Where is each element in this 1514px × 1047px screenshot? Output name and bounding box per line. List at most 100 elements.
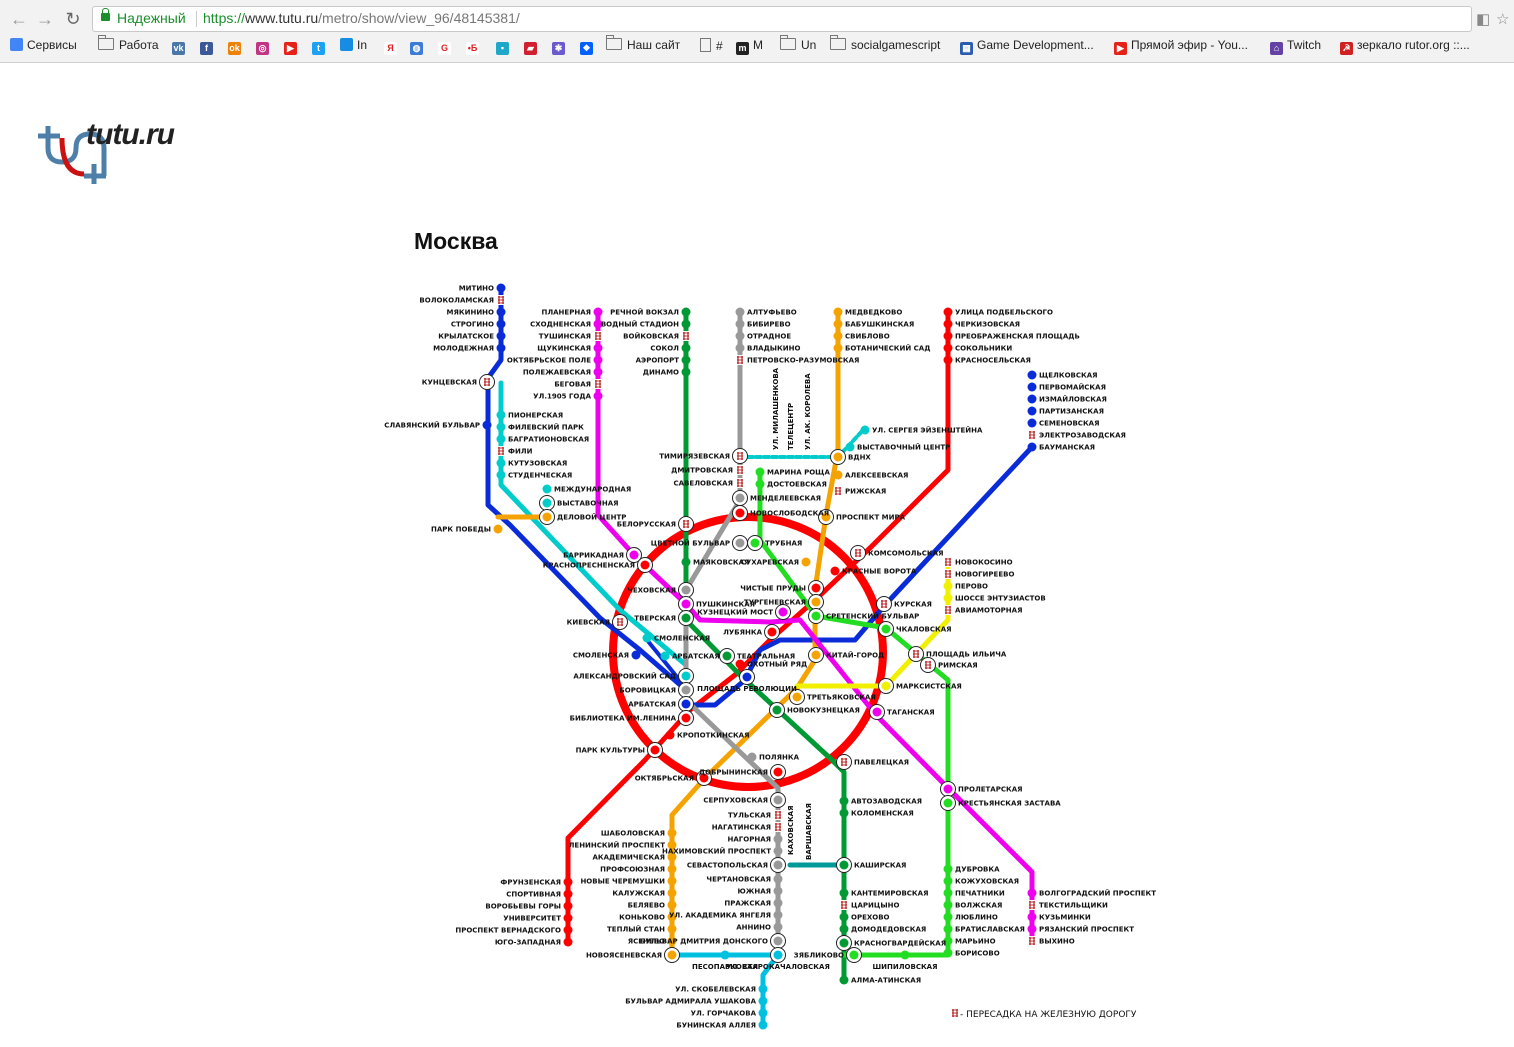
station[interactable]: [493, 524, 503, 534]
station-label[interactable]: ДОМОДЕДОВСКАЯ: [851, 926, 926, 934]
station[interactable]: [1028, 900, 1036, 910]
bookmark-hammer-icon[interactable]: ☭зеркало rutor.org ::...: [1340, 38, 1470, 55]
reload-icon[interactable]: ↻: [65, 9, 81, 29]
station-label[interactable]: ПЛОЩАДЬ РЕВОЛЮЦИИ: [697, 685, 797, 693]
station[interactable]: [593, 319, 603, 329]
station-label[interactable]: СПОРТИВНАЯ: [506, 891, 561, 899]
station[interactable]: [830, 449, 846, 465]
station-label[interactable]: БЕЛЯЕВО: [628, 902, 665, 910]
station-label[interactable]: РИМСКАЯ: [938, 662, 978, 670]
station-label[interactable]: УЛ.1905 ГОДА: [533, 393, 591, 401]
station[interactable]: [943, 319, 953, 329]
station[interactable]: [642, 633, 652, 643]
station[interactable]: [773, 910, 783, 920]
station-label[interactable]: ПРОЛЕТАРСКАЯ: [958, 786, 1023, 794]
station[interactable]: [665, 730, 675, 740]
bookmark-instagram-icon[interactable]: ◎: [256, 38, 273, 55]
station[interactable]: [1027, 406, 1037, 416]
station-label[interactable]: СЕМЕНОВСКАЯ: [1039, 420, 1099, 428]
station[interactable]: [496, 331, 506, 341]
station-label[interactable]: ПРОСПЕКТ МИРА: [836, 514, 906, 522]
station[interactable]: [681, 319, 691, 329]
station-label[interactable]: НАГОРНАЯ: [728, 836, 771, 844]
bookmark-grid-icon[interactable]: ▦Game Development...: [960, 38, 1094, 55]
station[interactable]: [594, 331, 602, 341]
station-label[interactable]: СВИБЛОВО: [845, 333, 890, 341]
station[interactable]: [773, 922, 783, 932]
station[interactable]: [593, 355, 603, 365]
station-label[interactable]: БЕЛОРУССКАЯ: [617, 521, 676, 529]
station[interactable]: [593, 343, 603, 353]
station-label[interactable]: МОЛОДЕЖНАЯ: [433, 345, 494, 353]
station[interactable]: [836, 857, 852, 873]
station-label[interactable]: ЭЛЕКТРОЗАВОДСКАЯ: [1039, 432, 1126, 440]
station[interactable]: [667, 900, 677, 910]
station[interactable]: [876, 596, 892, 612]
station-label[interactable]: АЛМА-АТИНСКАЯ: [851, 977, 921, 985]
station[interactable]: [834, 486, 842, 496]
station[interactable]: [496, 319, 506, 329]
bookmark-youtube-icon[interactable]: ▶: [284, 38, 301, 55]
station[interactable]: [836, 754, 852, 770]
station[interactable]: [943, 864, 953, 874]
station-label[interactable]: ДМИТРОВСКАЯ: [671, 467, 733, 475]
station-label[interactable]: КУЗЬМИНКИ: [1039, 914, 1091, 922]
bookmark-folder-icon[interactable]: Наш сайт: [606, 35, 680, 52]
station[interactable]: [563, 901, 573, 911]
station[interactable]: [839, 808, 849, 818]
station[interactable]: [839, 975, 849, 985]
station-label[interactable]: КИЕВСКАЯ: [567, 619, 610, 627]
station-label[interactable]: ПАРК КУЛЬТУРЫ: [576, 747, 645, 755]
station[interactable]: [660, 651, 670, 661]
station-label[interactable]: ПУШКИНСКАЯ: [696, 601, 755, 609]
station-label[interactable]: БИБИРЕВО: [747, 321, 791, 329]
station[interactable]: [681, 355, 691, 365]
bookmark-folder-icon[interactable]: Работа: [98, 35, 159, 52]
station-label[interactable]: НАХИМОВСКИЙ ПРОСПЕКТ: [662, 847, 771, 856]
station-label[interactable]: МЕНДЕЛЕЕВСКАЯ: [750, 495, 821, 503]
station-label[interactable]: АННИНО: [736, 924, 771, 932]
station-label[interactable]: МЕЖДУНАРОДНАЯ: [554, 486, 631, 494]
station[interactable]: [830, 566, 840, 576]
station[interactable]: [667, 876, 677, 886]
station[interactable]: [1028, 936, 1036, 946]
station-label[interactable]: АРБАТСКАЯ: [672, 653, 720, 661]
station[interactable]: [678, 610, 694, 626]
station[interactable]: [1027, 382, 1037, 392]
station[interactable]: [940, 795, 956, 811]
station[interactable]: [943, 593, 953, 603]
bookmark-youtube-icon[interactable]: ▶Прямой эфир - You...: [1114, 38, 1248, 55]
station-label[interactable]: СХОДНЕНСКАЯ: [530, 321, 591, 329]
station[interactable]: [943, 581, 953, 591]
station[interactable]: [496, 434, 506, 444]
bookmark-odnoklassniki-icon[interactable]: ok: [228, 38, 245, 55]
station-label[interactable]: ПЕТРОВСКО-РАЗУМОВСКАЯ: [747, 357, 859, 365]
station[interactable]: [667, 888, 677, 898]
address-bar[interactable]: Надежный https://www.tutu.ru/metro/show/…: [92, 6, 1472, 32]
station-label[interactable]: ПРЕОБРАЖЕНСКАЯ ПЛОЩАДЬ: [955, 333, 1080, 341]
station[interactable]: [539, 509, 555, 525]
station[interactable]: [833, 343, 843, 353]
station-label[interactable]: СРЕТЕНСКИЙ БУЛЬВАР: [826, 612, 919, 621]
station[interactable]: [770, 933, 786, 949]
station[interactable]: [637, 557, 653, 573]
station[interactable]: [943, 343, 953, 353]
station-label[interactable]: КРЫЛАТСКОЕ: [438, 333, 494, 341]
station-label[interactable]: ВЫХИНО: [1039, 938, 1075, 946]
station[interactable]: [801, 557, 811, 567]
station[interactable]: [943, 900, 953, 910]
station[interactable]: [681, 343, 691, 353]
station[interactable]: [1028, 430, 1036, 440]
station[interactable]: [681, 307, 691, 317]
station-label[interactable]: БАРРИКАДНАЯ: [563, 552, 624, 560]
bookmark-folder-icon[interactable]: socialgamescript: [830, 35, 940, 52]
station-label[interactable]: ВОЛОКОЛАМСКАЯ: [419, 297, 494, 305]
bookmark-apps-icon[interactable]: Сервисы: [10, 38, 77, 52]
station[interactable]: [497, 446, 505, 456]
station-label[interactable]: УЛ. СТАРОКАЧАЛОВСКАЯ: [726, 963, 830, 971]
bookmark-puzzle-icon[interactable]: ✱: [552, 38, 569, 55]
station[interactable]: [735, 319, 745, 329]
station[interactable]: [755, 479, 765, 489]
station-label[interactable]: УЛИЦА ПОДБЕЛЬСКОГО: [955, 309, 1053, 317]
station[interactable]: [496, 458, 506, 468]
